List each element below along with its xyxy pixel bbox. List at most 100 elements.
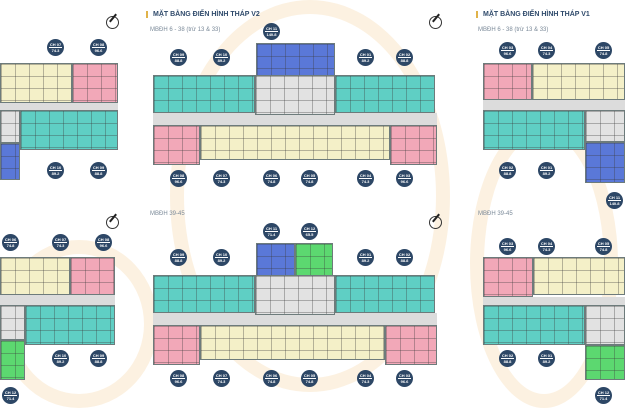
- unit-area: 88.8: [174, 58, 183, 63]
- unit-area: 89.2: [542, 171, 551, 176]
- unit-code: CH 02: [398, 52, 411, 58]
- unit-area: 89.2: [361, 58, 370, 63]
- unit-code: CH 08: [172, 173, 185, 179]
- unit-area: 140.8: [609, 201, 620, 206]
- unit-area: 96.6: [94, 48, 103, 53]
- unit-code: CH 04: [359, 373, 372, 379]
- unit-area: 74.8: [599, 247, 608, 252]
- compass-icon: [429, 16, 442, 29]
- unit-area: 74.3: [217, 379, 226, 384]
- unit-code: CH 10: [49, 165, 62, 171]
- unit-area: 96.6: [174, 379, 183, 384]
- core-stairs-elevators: [585, 110, 625, 142]
- unit-teal: [483, 110, 585, 150]
- unit-code: CH 03: [501, 45, 514, 51]
- compass-icon: [106, 216, 119, 229]
- unit-area: 74.3: [361, 379, 370, 384]
- unit-green: [585, 345, 625, 380]
- unit-area: 74.3: [51, 48, 60, 53]
- unit-code: CH 01: [359, 52, 372, 58]
- unit-code: CH 02: [501, 165, 514, 171]
- unit-code: CH 07: [215, 173, 228, 179]
- unit-area: 96.6: [99, 243, 108, 248]
- compass-icon: [429, 216, 442, 229]
- unit-pink: [483, 63, 532, 100]
- unit-code: CH 11: [265, 26, 278, 32]
- unit-area: 74.8: [267, 179, 276, 184]
- unit-area: 89.2: [51, 171, 60, 176]
- unit-area: 96.6: [400, 179, 409, 184]
- panel-subtitle-v2-bottom: MBĐH 39-45: [150, 211, 185, 217]
- unit-code: CH 07: [54, 237, 67, 243]
- unit-area: 89.2: [542, 359, 551, 364]
- unit-yellow: [0, 63, 72, 103]
- unit-code: CH 01: [359, 252, 372, 258]
- unit-code: CH 10: [215, 252, 228, 258]
- unit-code: CH 03: [398, 173, 411, 179]
- unit-code: CH 01: [540, 165, 553, 171]
- unit-area: 74.8: [267, 379, 276, 384]
- unit-code: CH 04: [359, 173, 372, 179]
- unit-area: 74.3: [56, 243, 65, 248]
- unit-area: 88.8: [503, 359, 512, 364]
- unit-yellow: [532, 63, 625, 100]
- unit-pink: [385, 325, 437, 365]
- unit-area: 71.4: [599, 396, 608, 401]
- unit-yellow: [533, 257, 625, 295]
- unit-teal: [25, 305, 115, 345]
- unit-area: 74.8: [6, 243, 15, 248]
- core-stairs-elevators: [585, 305, 625, 345]
- unit-code: CH 01: [540, 353, 553, 359]
- unit-code: CH 09: [172, 52, 185, 58]
- unit-code: CH 05: [597, 45, 610, 51]
- unit-code: CH 07: [215, 373, 228, 379]
- unit-area: 89.2: [217, 258, 226, 263]
- core-stairs-elevators: [0, 110, 20, 143]
- unit-area: 74.8: [305, 179, 314, 184]
- corridor: [483, 100, 625, 110]
- unit-teal: [153, 275, 255, 313]
- panel-subtitle-v1-bottom: MBĐH 39-45: [478, 211, 513, 217]
- unit-area: 71.4: [6, 396, 15, 401]
- unit-area: 88.8: [174, 258, 183, 263]
- unit-code: CH 08: [172, 373, 185, 379]
- unit-code: CH 12: [597, 390, 610, 396]
- unit-area: 96.6: [503, 51, 512, 56]
- unit-code: CH 05: [597, 241, 610, 247]
- unit-yellow: [0, 257, 70, 295]
- unit-area: 89.2: [56, 359, 65, 364]
- unit-code: CH 12: [4, 390, 17, 396]
- unit-teal: [153, 75, 255, 113]
- unit-code: CH 11: [265, 226, 278, 232]
- unit-area: 96.6: [400, 379, 409, 384]
- unit-blue: [0, 143, 20, 180]
- unit-yellow: [200, 325, 385, 360]
- unit-area: 89.2: [361, 258, 370, 263]
- unit-area: 96.6: [503, 247, 512, 252]
